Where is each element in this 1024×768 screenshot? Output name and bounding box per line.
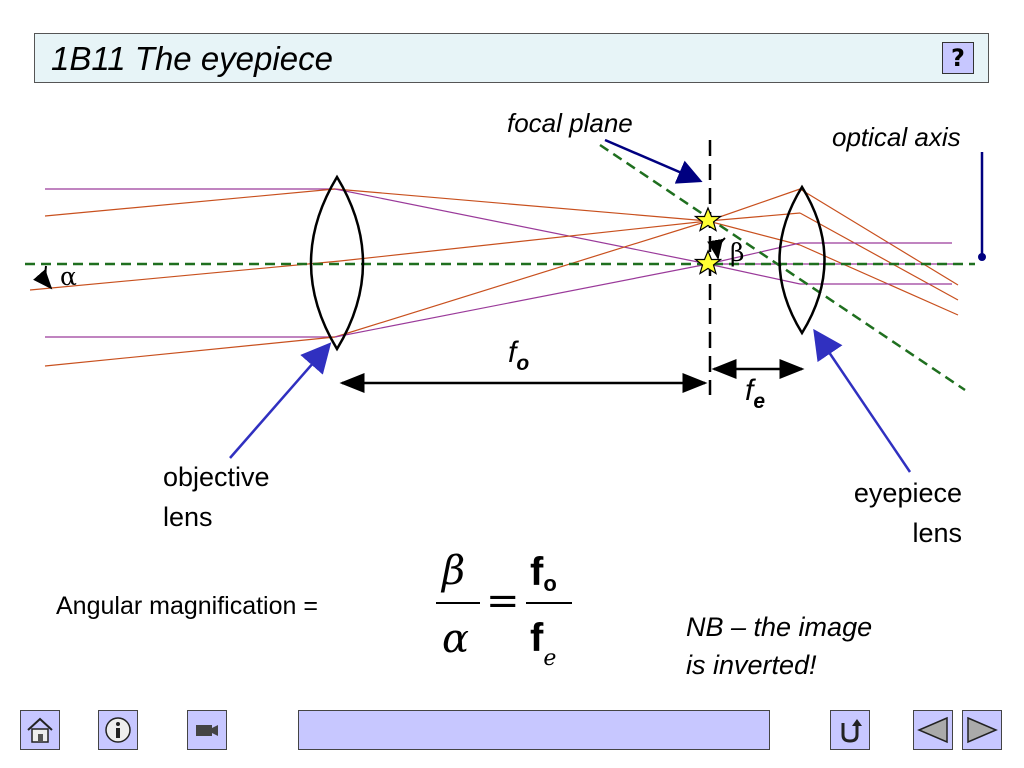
image-point-star-top bbox=[693, 206, 723, 232]
objective-lens bbox=[309, 174, 365, 352]
focal-plane-label: focal plane bbox=[507, 108, 633, 138]
home-icon bbox=[27, 717, 53, 743]
beta-arc bbox=[707, 237, 726, 260]
return-icon bbox=[841, 719, 862, 743]
focal-plane-pointer bbox=[604, 138, 703, 184]
formula-fo: fo bbox=[530, 550, 557, 597]
image-direction-line bbox=[599, 143, 966, 392]
eyepiece-pointer bbox=[813, 328, 912, 473]
objective-label-line1: objective bbox=[163, 462, 270, 492]
next-arrow-icon bbox=[967, 716, 998, 744]
fo-sub: o bbox=[516, 352, 530, 375]
eyepiece-label-line1: eyepiece bbox=[853, 478, 962, 508]
navigation-bar bbox=[298, 710, 770, 750]
optical-axis-dot bbox=[978, 253, 986, 261]
beta-label: β bbox=[730, 238, 745, 267]
home-button[interactable] bbox=[20, 710, 60, 750]
eyepiece-label-line2: lens bbox=[912, 518, 962, 548]
return-button[interactable] bbox=[830, 710, 870, 750]
formula-fo-sub: o bbox=[543, 571, 557, 596]
formula-beta: β bbox=[442, 548, 466, 594]
objective-pointer bbox=[229, 342, 332, 459]
fo-label: fo bbox=[508, 336, 529, 376]
incoming-rays bbox=[29, 188, 341, 367]
prev-button[interactable] bbox=[913, 710, 953, 750]
fe-main: f bbox=[745, 374, 754, 407]
fo-main: f bbox=[508, 336, 517, 369]
eyepiece-rays bbox=[707, 188, 959, 316]
note-line1: NB – the image bbox=[686, 612, 873, 642]
alpha-arc bbox=[33, 265, 53, 290]
camera-icon bbox=[196, 725, 218, 736]
eyepiece-lens bbox=[778, 184, 826, 336]
page-title: 1B11 The eyepiece bbox=[51, 40, 333, 77]
formula-fe-main: f bbox=[530, 616, 544, 660]
intermediate-rays bbox=[334, 188, 709, 338]
formula-fo-main: f bbox=[530, 550, 544, 594]
objective-label-line2: lens bbox=[163, 502, 213, 532]
formula-lhs: Angular magnification = bbox=[56, 592, 318, 620]
help-button[interactable]: ? bbox=[942, 42, 974, 74]
video-button[interactable] bbox=[187, 710, 227, 750]
fe-label: fe bbox=[745, 374, 765, 414]
info-button[interactable] bbox=[98, 710, 138, 750]
formula-fe-sub: e bbox=[543, 646, 557, 671]
optical-axis-label: optical axis bbox=[832, 122, 961, 152]
fe-sub: e bbox=[753, 390, 766, 413]
note-line2: is inverted! bbox=[686, 650, 817, 680]
title-bar: 1B11 The eyepiece ? bbox=[34, 33, 989, 83]
next-button[interactable] bbox=[962, 710, 1002, 750]
formula-fraction-bar-left bbox=[436, 602, 480, 604]
prev-arrow-icon bbox=[917, 716, 948, 744]
alpha-label: α bbox=[60, 262, 77, 291]
info-icon bbox=[105, 717, 131, 743]
formula-equals: = bbox=[486, 578, 520, 624]
formula-fraction-bar-right bbox=[526, 602, 572, 604]
formula-fe: fe bbox=[530, 616, 556, 671]
formula-alpha: α bbox=[442, 616, 470, 662]
